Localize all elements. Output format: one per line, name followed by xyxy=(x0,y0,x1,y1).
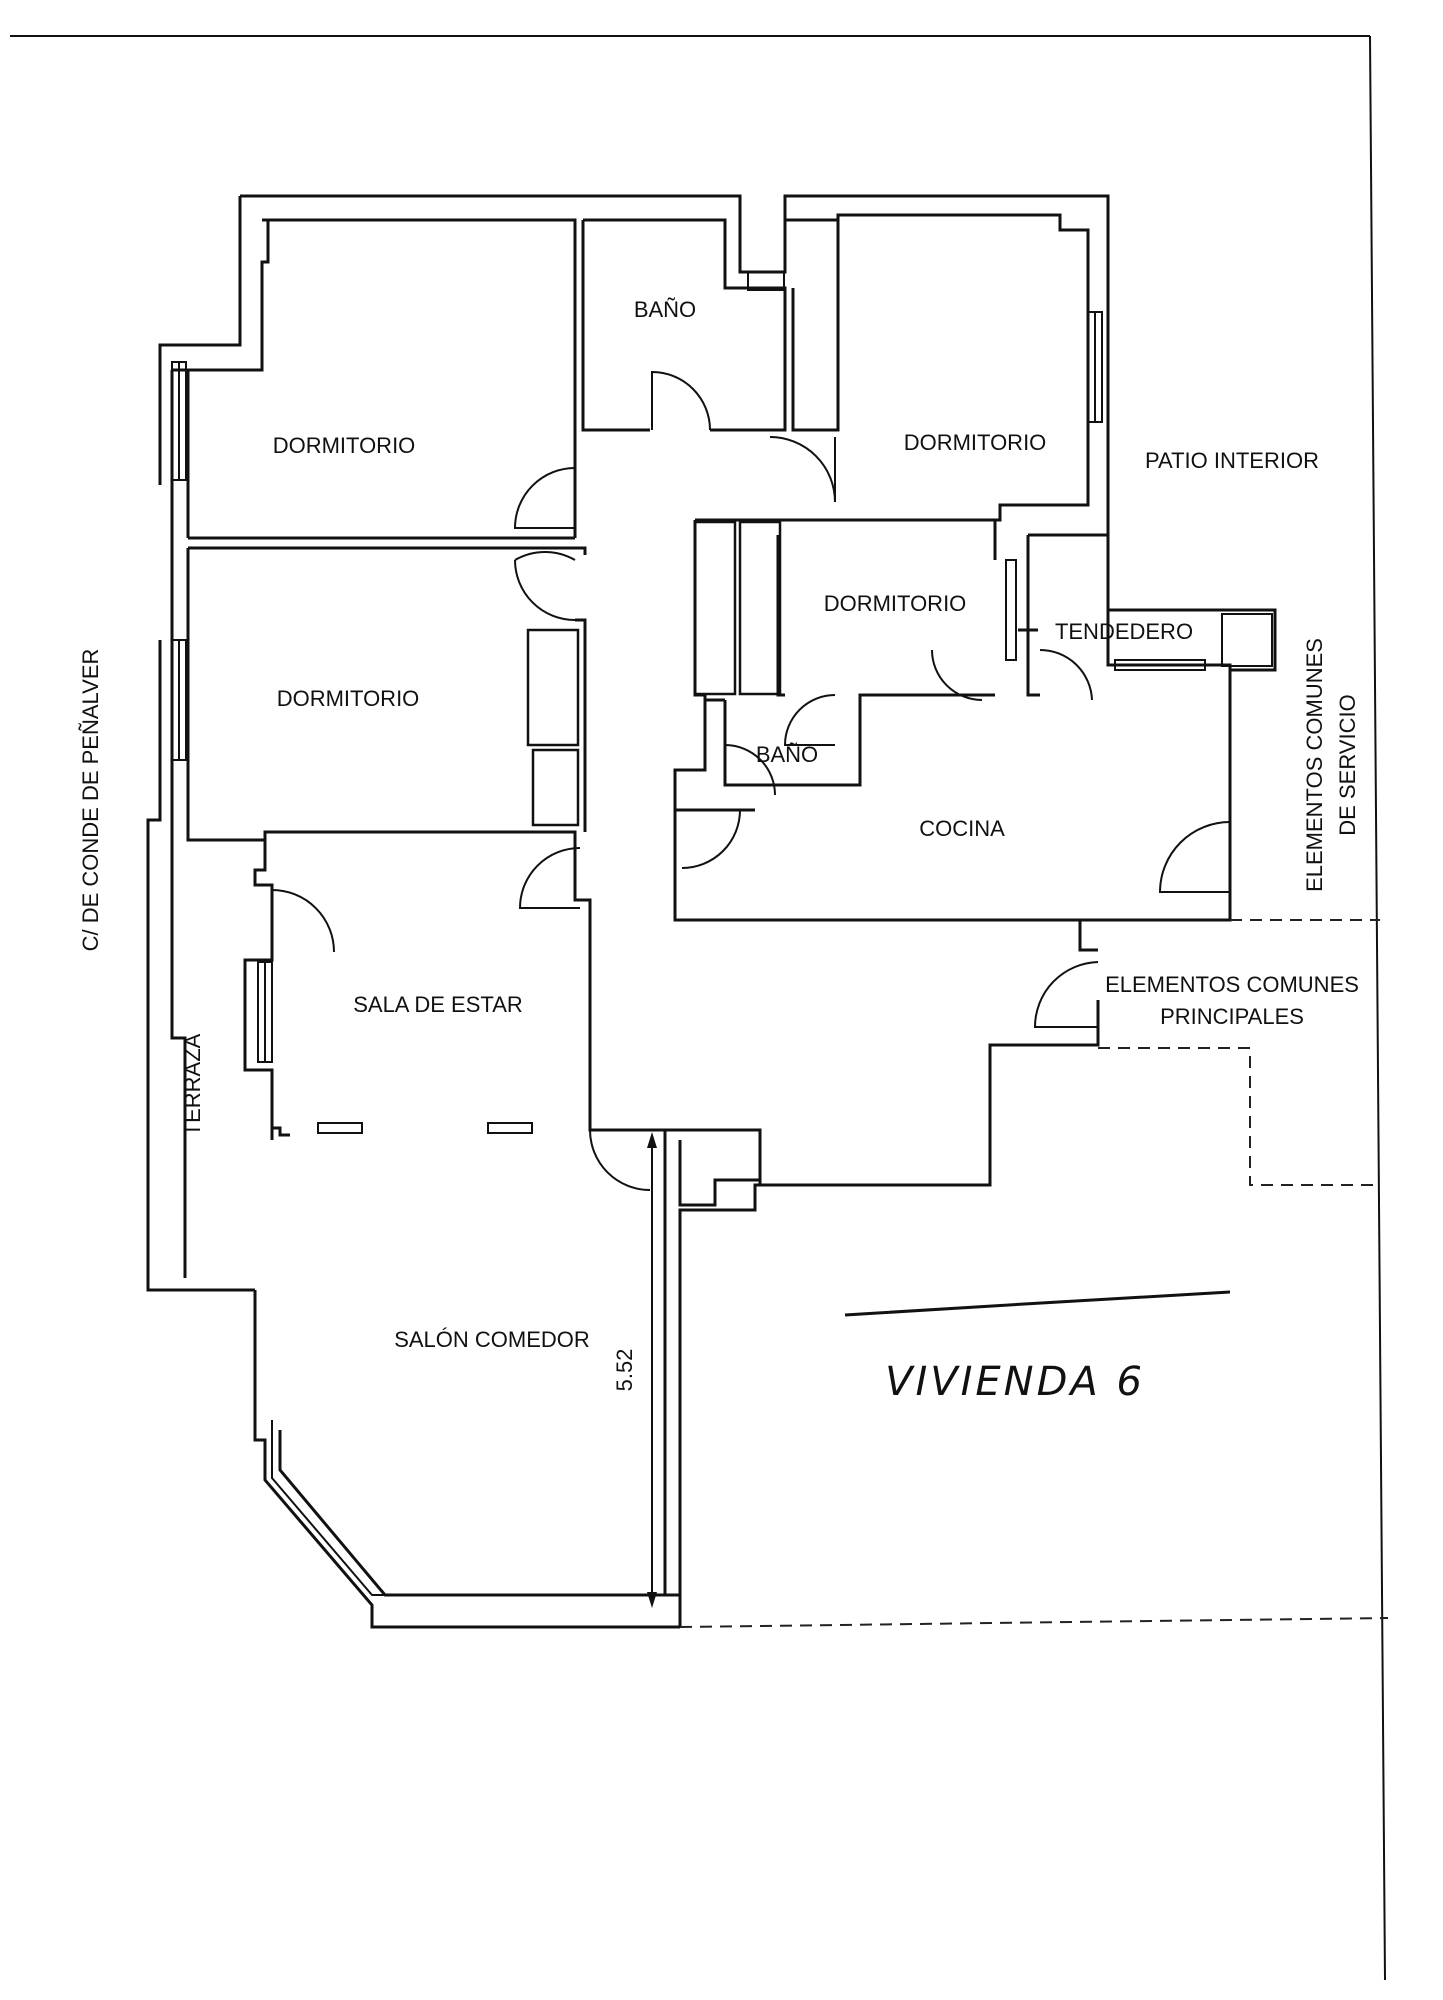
room-label-terraza: TERRAZA xyxy=(180,1033,205,1136)
common-principales-line2: PRINCIPALES xyxy=(1160,1004,1304,1029)
handwritten-note: VIVIENDA 6 xyxy=(885,1359,1145,1405)
property-lines xyxy=(679,919,1389,1628)
room-label-bano-2: BAÑO xyxy=(756,742,818,767)
room-label-dormitorio-4: DORMITORIO xyxy=(824,591,967,616)
outer-walls xyxy=(146,194,1277,1629)
dimension-line xyxy=(647,1132,657,1608)
doors xyxy=(271,370,1231,1191)
room-label-dormitorio-2: DORMITORIO xyxy=(904,430,1047,455)
common-servicio-line1: ELEMENTOS COMUNES xyxy=(1302,638,1327,892)
street-label: C/ DE CONDE DE PEÑALVER xyxy=(78,649,103,952)
closets xyxy=(526,520,782,827)
common-principales-line1: ELEMENTOS COMUNES xyxy=(1105,972,1359,997)
room-label-cocina: COCINA xyxy=(919,816,1005,841)
room-label-patio-interior: PATIO INTERIOR xyxy=(1145,448,1319,473)
room-label-dormitorio-1: DORMITORIO xyxy=(273,433,416,458)
room-label-salon-comedor: SALÓN COMEDOR xyxy=(394,1327,590,1352)
room-label-sala-de-estar: SALA DE ESTAR xyxy=(353,992,523,1017)
room-label-tendedero: TENDEDERO xyxy=(1055,619,1193,644)
room-label-bano-1: BAÑO xyxy=(634,297,696,322)
handwritten-underline xyxy=(844,1290,1231,1317)
windows xyxy=(171,271,1275,1596)
sheet-border xyxy=(10,35,1386,1981)
dimension-label: 5.52 xyxy=(612,1349,637,1392)
common-servicio-line2: DE SERVICIO xyxy=(1335,694,1360,835)
room-label-dormitorio-3: DORMITORIO xyxy=(277,686,420,711)
